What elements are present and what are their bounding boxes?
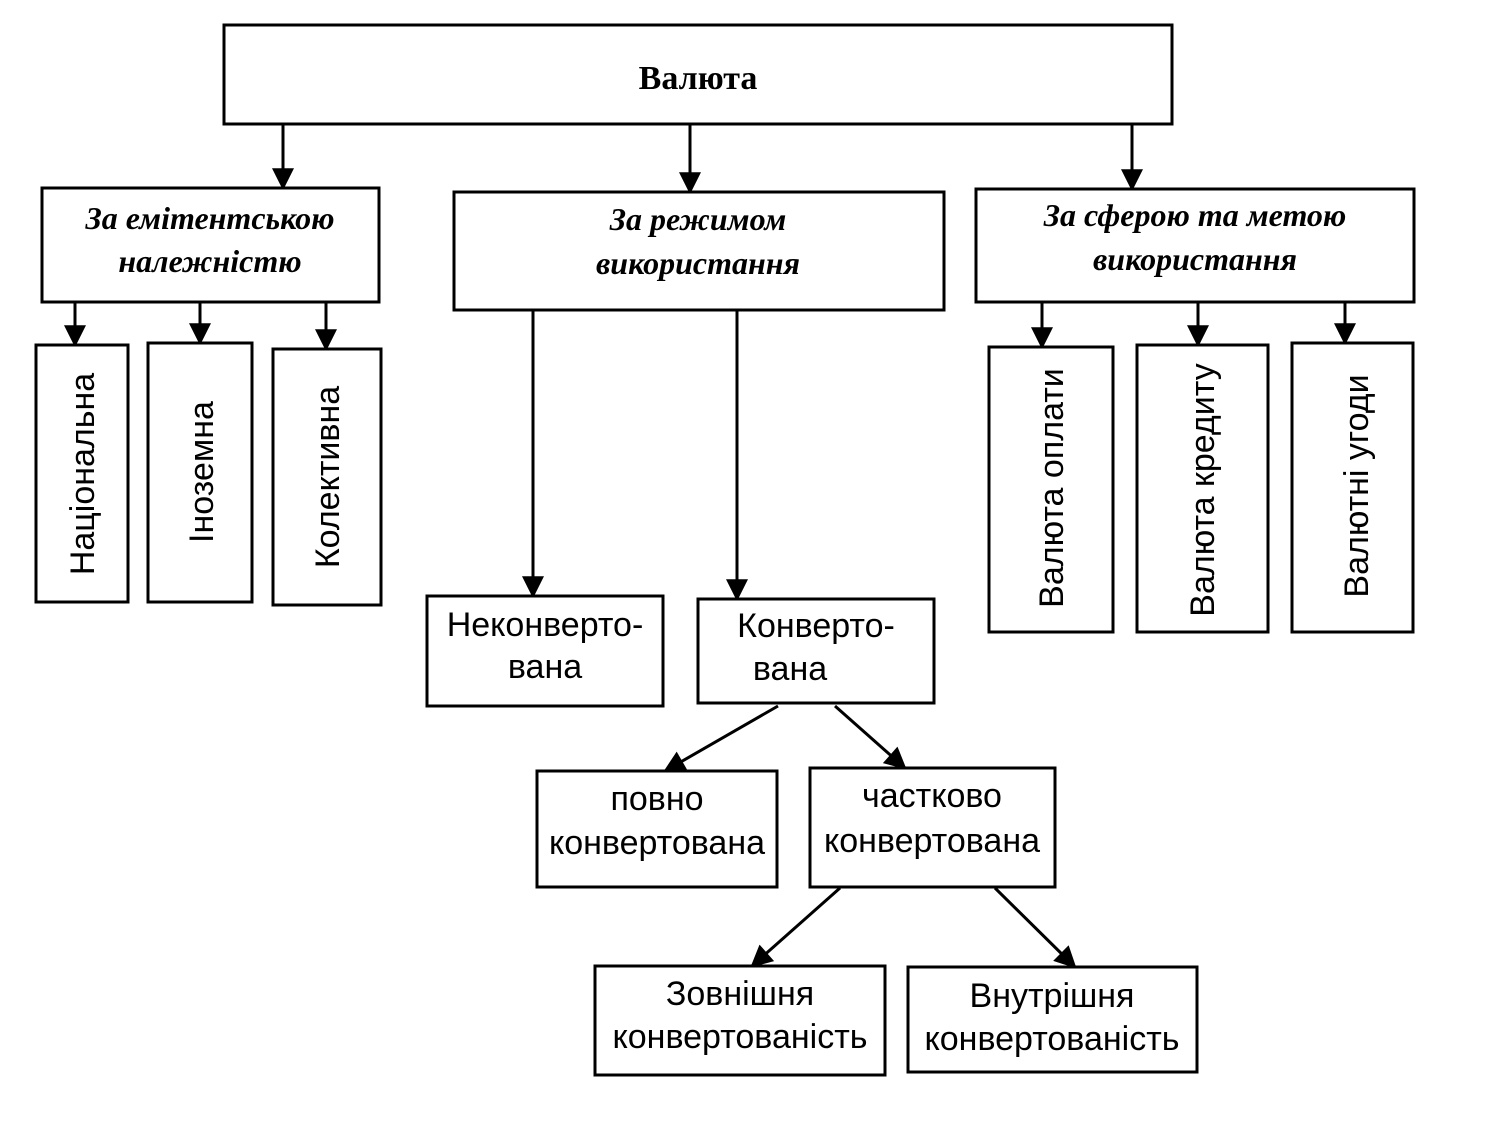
- category-issuer: За емітентською належністю: [40, 186, 381, 304]
- issuer-foreign-label: Іноземна: [183, 401, 221, 543]
- currency-credit-node: Валюта кредиту: [1135, 343, 1270, 634]
- category-regime-line2: використання: [596, 245, 800, 281]
- currency-payment-node: Валюта оплати: [987, 345, 1115, 634]
- issuer-collective-node: Колективна: [271, 347, 383, 607]
- external-convertibility-line2: конвертованість: [613, 1018, 868, 1056]
- currency-credit-label: Валюта кредиту: [1184, 363, 1222, 616]
- convertible-line2: вана: [753, 650, 827, 688]
- category-sphere-line2: використання: [1093, 241, 1297, 277]
- internal-convertibility-line2: конвертованість: [925, 1020, 1180, 1058]
- currency-deals-label: Валютні угоди: [1338, 374, 1376, 597]
- category-sphere-line1: За сферою та метою: [1043, 197, 1347, 233]
- root-node: Валюта: [222, 23, 1174, 126]
- partial-convertible-node: частково конвертована: [808, 766, 1057, 889]
- category-regime: За режимом використання: [452, 190, 946, 312]
- partial-convertible-line1: частково: [862, 777, 1002, 815]
- external-convertibility-node: Зовнішня конвертованість: [593, 964, 887, 1077]
- full-convertible-line2: конвертована: [549, 824, 765, 862]
- internal-convertibility-node: Внутрішня конвертованість: [906, 965, 1199, 1074]
- currency-payment-label: Валюта оплати: [1033, 368, 1071, 608]
- root-label: Валюта: [639, 60, 758, 97]
- category-regime-line1: За режимом: [609, 201, 787, 237]
- category-issuer-line2: належністю: [118, 243, 301, 279]
- category-sphere: За сферою та метою використання: [974, 187, 1416, 304]
- full-convertible-line1: повно: [610, 780, 703, 818]
- nonconvertible-line2: вана: [508, 648, 582, 686]
- currency-deals-node: Валютні угоди: [1290, 341, 1415, 634]
- edge-convertible-full: [663, 704, 779, 773]
- full-convertible-node: повно конвертована: [535, 769, 779, 889]
- issuer-collective-label: Колективна: [309, 386, 347, 568]
- external-convertibility-line1: Зовнішня: [666, 975, 814, 1013]
- edge-partial-internal: [993, 886, 1077, 969]
- nonconvertible-line1: Неконверто-: [447, 606, 644, 644]
- convertible-node: Конверто- вана: [696, 597, 936, 705]
- issuer-national-label: Національна: [64, 373, 102, 575]
- nonconvertible-node: Неконверто- вана: [425, 594, 665, 708]
- issuer-foreign-node: Іноземна: [146, 341, 254, 604]
- issuer-national-node: Національна: [34, 343, 130, 604]
- partial-convertible-line2: конвертована: [824, 822, 1040, 860]
- convertible-line1: Конверто-: [737, 607, 895, 645]
- internal-convertibility-line1: Внутрішня: [970, 977, 1135, 1015]
- edge-convertible-partial: [834, 704, 907, 770]
- category-issuer-line1: За емітентською: [84, 200, 334, 236]
- edge-partial-external: [750, 886, 841, 968]
- edges: [64, 124, 1356, 969]
